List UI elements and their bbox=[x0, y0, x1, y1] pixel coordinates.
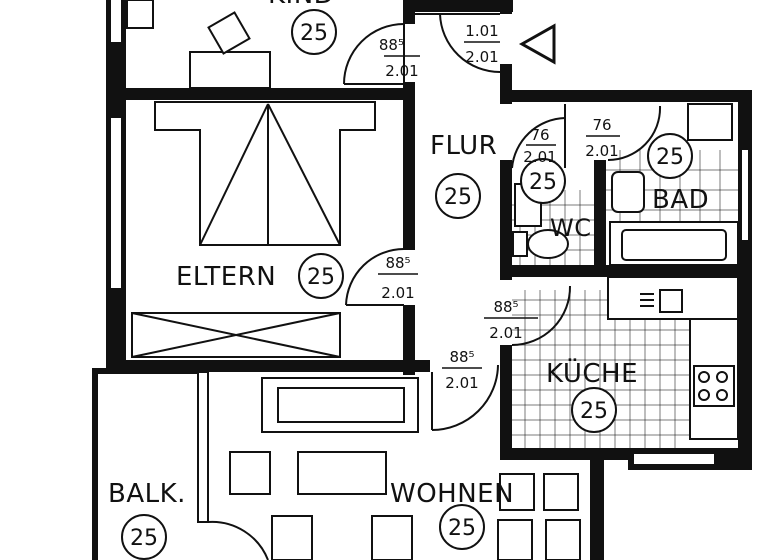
eltern-furniture bbox=[131, 101, 376, 358]
wall-balkon-left bbox=[92, 370, 98, 560]
door-balkon-swing bbox=[207, 520, 269, 560]
door-entrance-width: 1.01 bbox=[465, 22, 498, 40]
room-label-eltern: ELTERN bbox=[176, 262, 276, 292]
room-label-kueche: KÜCHE bbox=[546, 357, 638, 389]
door-bad-swing bbox=[607, 105, 662, 161]
wall-balkon-top bbox=[92, 368, 204, 374]
wall-wc-bad bbox=[594, 160, 606, 270]
bathtub-icon bbox=[609, 221, 739, 266]
wohnen-furniture bbox=[229, 377, 581, 560]
area-circle-eltern bbox=[298, 253, 344, 299]
area-balkon: 25 bbox=[130, 526, 158, 551]
area-wohnen: 25 bbox=[448, 516, 476, 541]
coffee-table bbox=[297, 451, 387, 495]
room-label-wc: WC bbox=[550, 214, 592, 242]
bad-washbasin bbox=[611, 171, 645, 213]
wall-kueche-left bbox=[500, 345, 512, 455]
area-kind: 25 bbox=[300, 21, 328, 46]
doors bbox=[207, 13, 662, 560]
area-circle-bad bbox=[647, 133, 693, 179]
balkon-door-frame bbox=[197, 371, 209, 523]
door-kueche-swing bbox=[511, 285, 572, 346]
area-circles: 25 25 25 25 25 25 25 25 bbox=[121, 9, 693, 560]
door-wc-height: 2.01 bbox=[523, 148, 556, 166]
door-entrance-height: 2.01 bbox=[465, 48, 498, 66]
stove-icon bbox=[693, 365, 735, 407]
chair-2 bbox=[543, 473, 579, 511]
room-label-balkon: BALK. bbox=[108, 479, 186, 509]
room-label-wohnen: WOHNEN bbox=[390, 479, 514, 509]
door-eltern-height: 2.01 bbox=[381, 284, 414, 302]
wall-eltern-flur-low bbox=[403, 305, 415, 375]
area-wc: 25 bbox=[529, 170, 557, 195]
door-bad-height: 2.01 bbox=[585, 142, 618, 160]
area-circle-kind bbox=[291, 9, 337, 55]
door-wohnen-swing bbox=[431, 364, 499, 431]
toilet-icon bbox=[512, 229, 569, 259]
sofa-seat-2 bbox=[371, 515, 413, 560]
wall-eltern-flur-mid bbox=[403, 82, 415, 250]
area-circle-balkon bbox=[121, 514, 167, 560]
kitchen-sink-icon bbox=[640, 289, 683, 313]
wall-wc-bad-top bbox=[500, 90, 752, 102]
area-circle-flur bbox=[435, 173, 481, 219]
room-label-bad: BAD bbox=[652, 185, 709, 215]
window-right bbox=[742, 150, 748, 240]
wall-wohnen-right bbox=[590, 448, 604, 560]
door-dimensions: 88⁵ 2.01 1.01 2.01 76 2.01 76 2.01 88⁵ 2… bbox=[378, 22, 620, 392]
door-wohnen-height: 2.01 bbox=[445, 374, 478, 392]
chair-4 bbox=[545, 519, 581, 560]
door-eltern-swing bbox=[345, 248, 405, 306]
wall-entrance-top bbox=[403, 0, 513, 12]
bad-cabinet bbox=[687, 103, 733, 141]
door-eltern-width: 88⁵ bbox=[385, 254, 410, 272]
door-wc-width: 76 bbox=[530, 126, 549, 144]
door-wc-swing bbox=[511, 117, 566, 169]
area-circle-kueche bbox=[571, 387, 617, 433]
area-bad: 25 bbox=[656, 145, 684, 170]
door-bad-width: 76 bbox=[592, 116, 611, 134]
wall-right bbox=[738, 90, 752, 470]
wall-entrance-right bbox=[500, 0, 512, 14]
walls bbox=[92, 0, 752, 560]
kueche-furniture bbox=[607, 276, 739, 440]
wall-kueche-bottom bbox=[500, 448, 640, 460]
wall-kind-eltern bbox=[106, 88, 414, 100]
area-circle-wohnen bbox=[439, 504, 485, 550]
area-kueche: 25 bbox=[580, 399, 608, 424]
door-kind-width: 88⁵ bbox=[379, 36, 404, 54]
door-kind-height: 2.01 bbox=[385, 62, 418, 80]
door-wohnen-width: 88⁵ bbox=[449, 348, 474, 366]
door-kind-swing bbox=[343, 23, 405, 85]
window-kueche bbox=[634, 454, 714, 464]
room-labels: KIND ELTERN FLUR WC BAD KÜCHE WOHNEN BAL… bbox=[108, 0, 709, 509]
sofa-seat-1 bbox=[271, 515, 313, 560]
room-label-kind: KIND bbox=[268, 0, 334, 10]
room-label-flur: FLUR bbox=[430, 131, 497, 161]
wall-wc-bad-bottom bbox=[500, 265, 750, 277]
chair-3 bbox=[497, 519, 533, 560]
window-left-top bbox=[111, 0, 121, 42]
kind-desk bbox=[189, 51, 271, 89]
sideboard bbox=[261, 377, 419, 433]
armchair-left bbox=[229, 451, 271, 495]
kind-furniture bbox=[126, 0, 271, 89]
chair-1 bbox=[499, 473, 535, 511]
double-bed bbox=[154, 101, 376, 246]
area-flur: 25 bbox=[444, 185, 472, 210]
wall-wc-left bbox=[500, 160, 512, 280]
door-entrance-swing bbox=[439, 13, 501, 73]
area-circle-wc bbox=[520, 158, 566, 204]
door-kueche-height: 2.01 bbox=[489, 324, 522, 342]
door-kueche-width: 88⁵ bbox=[493, 298, 518, 316]
kind-cabinet bbox=[126, 0, 154, 29]
kind-chair bbox=[207, 11, 251, 55]
window-left bbox=[111, 118, 121, 288]
wardrobe bbox=[131, 312, 341, 358]
area-eltern: 25 bbox=[307, 265, 335, 290]
entrance-triangle-icon bbox=[518, 23, 556, 65]
